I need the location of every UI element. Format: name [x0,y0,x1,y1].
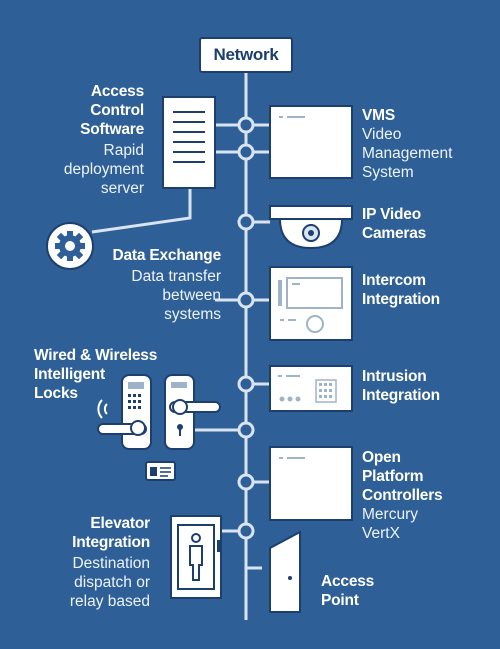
elevator-subtitle-1: Destination [72,555,150,572]
ip-video-title-1: IP Video [362,206,421,223]
controllers-subtitle-2: VertX [362,525,400,542]
intercom-panel-icon [269,266,353,341]
controller-box-icon [269,446,353,521]
access-control-subtitle-2: deployment [63,161,144,178]
dome-camera-icon [269,205,353,250]
access-control-subtitle-1: Rapid [103,142,145,159]
locks-title-3: Locks [34,385,78,402]
vms-subtitle-3: System [362,164,414,181]
access-control-title-2: Control [90,102,144,119]
access-point-title-2: Point [321,592,359,609]
elevator-subtitle-3: relay based [69,593,150,610]
data-exchange-subtitle-3: systems [164,306,221,323]
elevator-title-1: Elevator [90,515,150,532]
access-control-title-1: Access [90,83,144,100]
elevator-icon [170,515,222,599]
locks-title-2: Intelligent [34,366,105,383]
intrusion-label: Intrusion Integration [362,367,440,405]
data-exchange-title: Data Exchange [112,247,221,264]
keypad-lock-icon [97,374,152,450]
key-lock-icon [164,374,221,450]
intrusion-title-2: Integration [362,387,440,404]
elevator-subtitle-2: dispatch or [74,574,150,591]
server-icon [162,96,216,189]
intercom-title-1: Intercom [362,272,426,289]
data-exchange-subtitle-2: between [162,287,221,304]
locks-label: Wired & Wireless Intelligent Locks [34,346,157,403]
vms-label: VMS Video Management System [362,106,452,182]
locks-title-1: Wired & Wireless [34,347,158,364]
data-exchange-label: Data Exchange Data transfer between syst… [112,246,221,324]
gear-icon [46,222,94,270]
ip-video-label: IP Video Cameras [362,205,426,243]
network-node: Network [199,37,293,73]
elevator-label: Elevator Integration Destination dispatc… [70,514,150,611]
door-icon [269,530,301,613]
intrusion-keypad-icon [269,365,353,412]
data-exchange-subtitle-1: Data transfer [131,268,221,285]
bus-junctions [237,116,255,540]
controllers-label: Open Platform Controllers Mercury VertX [362,448,443,543]
vms-subtitle-1: Video [362,126,402,143]
wireless-signal-icon [97,399,108,419]
intercom-label: Intercom Integration [362,271,440,309]
access-control-title-3: Software [80,121,144,138]
access-control-label: Access Control Software Rapid deployment… [64,82,144,198]
access-card-icon [145,461,176,481]
access-point-label: Access Point [321,572,374,610]
elevator-title-2: Integration [72,534,150,551]
intercom-title-2: Integration [362,291,440,308]
network-label: Network [213,45,279,64]
controllers-title-3: Controllers [362,487,443,504]
controllers-title-2: Platform [362,468,424,485]
access-control-subtitle-3: server [100,180,144,197]
vms-monitor-icon [269,105,353,179]
controllers-subtitle-1: Mercury [362,506,418,523]
vms-title: VMS [362,107,395,124]
intrusion-title-1: Intrusion [362,368,427,385]
vms-subtitle-2: Management [362,145,453,162]
controllers-title-1: Open [362,449,401,466]
access-point-title-1: Access [321,573,375,590]
ip-video-title-2: Cameras [362,225,427,242]
